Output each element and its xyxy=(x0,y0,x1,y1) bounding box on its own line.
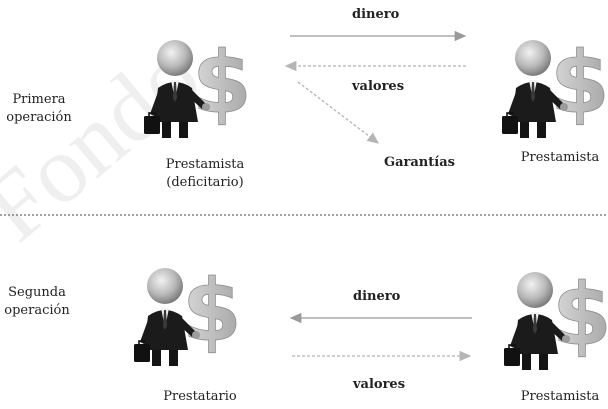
top-money-label: dinero xyxy=(352,7,400,22)
row-label-second-line1: Segunda xyxy=(8,285,66,300)
row-label-first-line2: operación xyxy=(6,110,72,125)
bottom-left-party: Prestatario xyxy=(163,389,237,404)
row-label-first-line1: Primera xyxy=(12,92,66,107)
svg-text:$: $ xyxy=(552,265,608,365)
top-guarantees-label: Garantías xyxy=(384,155,455,170)
top-left-party-line2: (deficitario) xyxy=(166,175,244,190)
businessman-with-dollar-sign-icon: $ xyxy=(502,33,608,138)
businessman-with-dollar-sign-icon: $ xyxy=(144,33,250,138)
row-label-second-line2: operación xyxy=(4,303,70,318)
top-securities-label: valores xyxy=(352,79,405,94)
top-guarantees-arrow xyxy=(297,81,380,144)
row-label-first: Primera operación xyxy=(4,91,74,127)
svg-text:$: $ xyxy=(192,33,250,133)
bottom-securities-label: valores xyxy=(353,377,406,392)
svg-text:$: $ xyxy=(550,33,608,133)
top-right-party: Prestamista xyxy=(520,150,600,165)
top-left-party-line1: Prestamista xyxy=(165,157,245,172)
businessman-with-dollar-sign-icon: $ xyxy=(134,261,240,366)
top-left-party: Prestamista (deficitario) xyxy=(150,156,260,192)
bottom-money-label: dinero xyxy=(353,289,401,304)
svg-text:$: $ xyxy=(182,261,240,361)
businessman-with-dollar-sign-icon: $ xyxy=(504,265,608,370)
bottom-right-party: Prestamista xyxy=(520,389,600,404)
row-label-second: Segunda operación xyxy=(0,284,74,320)
